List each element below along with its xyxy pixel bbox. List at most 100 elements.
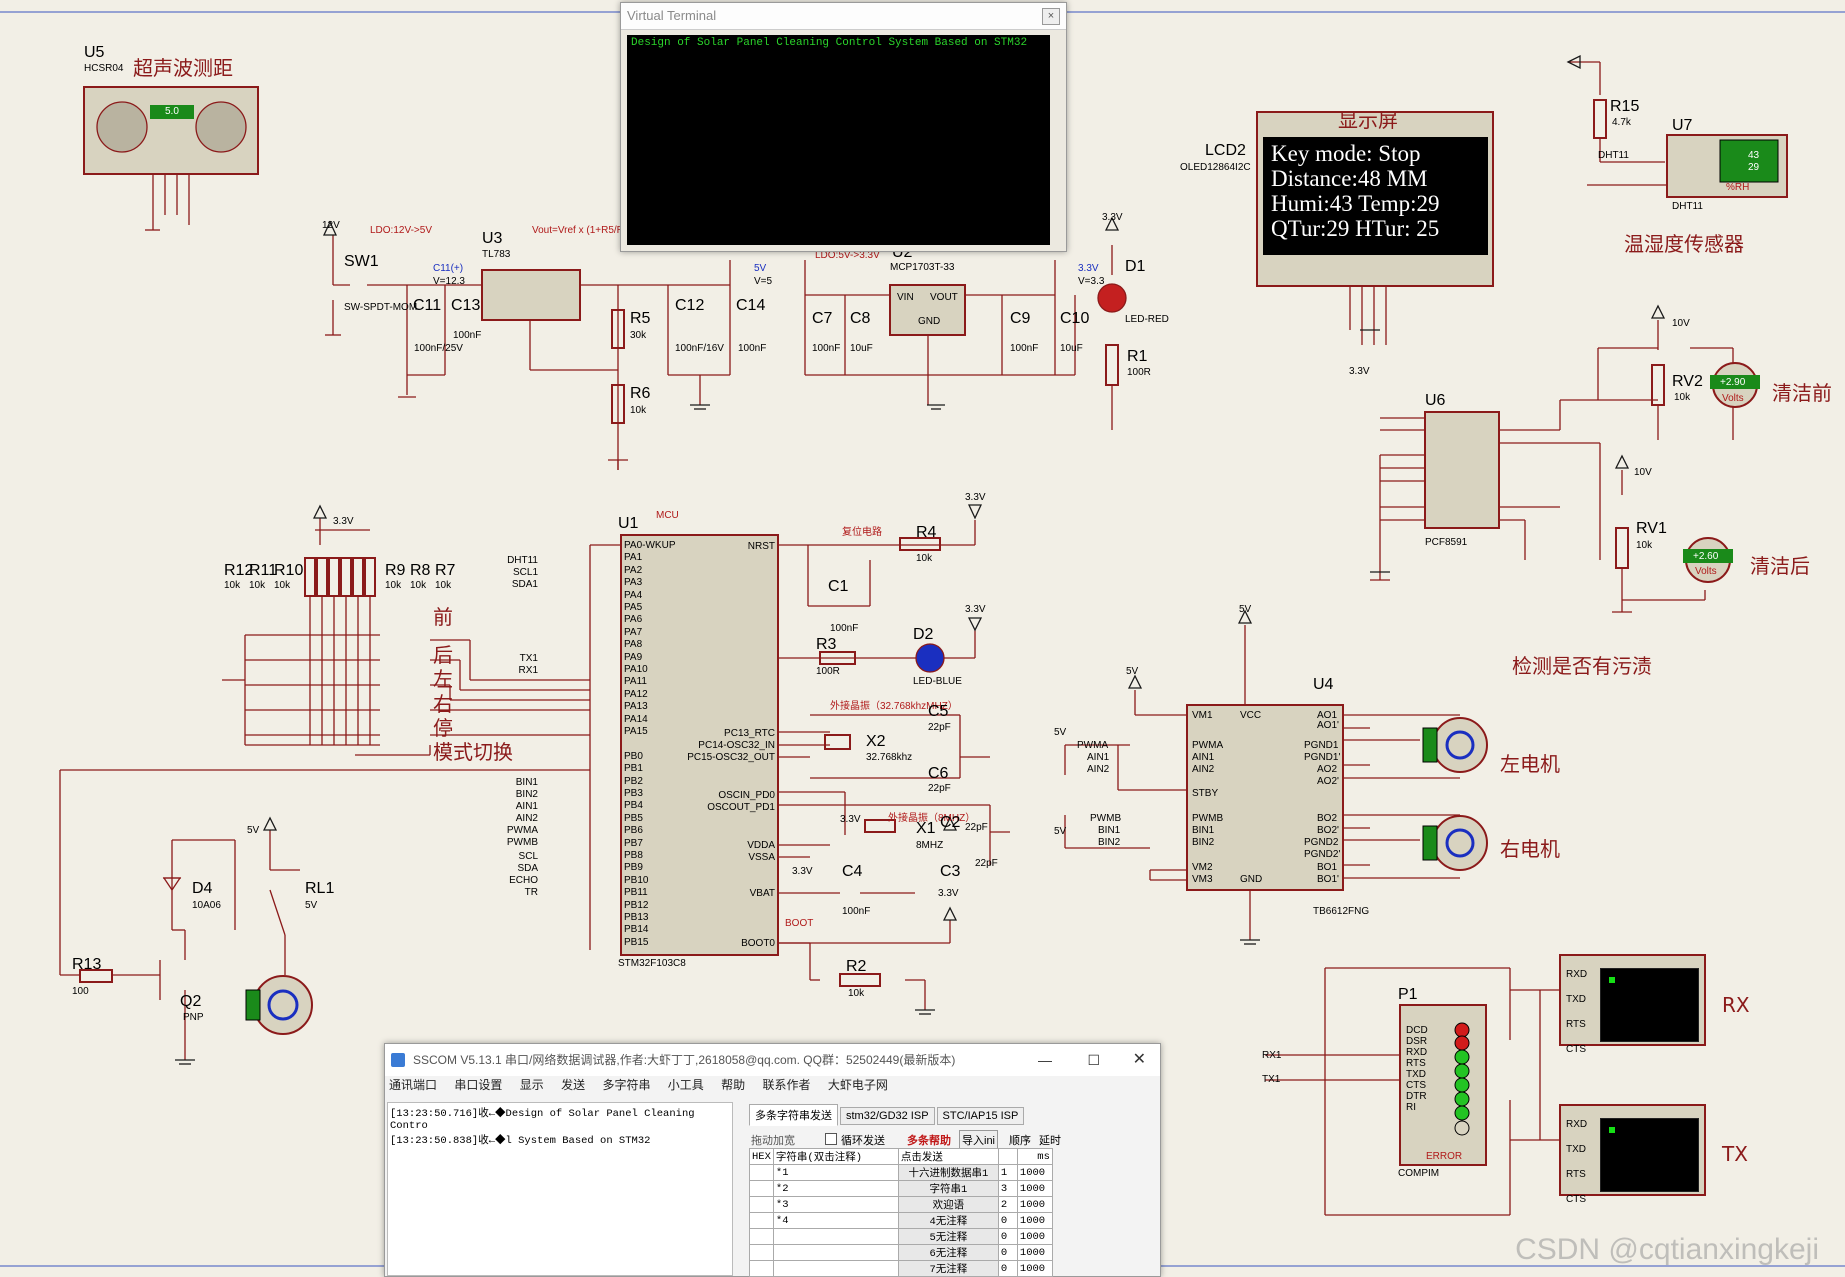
hex-checkbox[interactable] [749,1196,774,1213]
net-label: TR [524,887,538,898]
u3-ref: U3 [482,230,503,247]
close-icon[interactable]: × [1042,8,1060,25]
r13-val: 100 [72,986,89,997]
menu-website[interactable]: 大虾电子网 [827,1078,888,1092]
ldo5-note: LDO:5V->3.3V [815,250,880,261]
u4-vcc-supply: 5V [1239,604,1252,615]
order-cell[interactable]: 0 [997,1228,1018,1245]
hex-checkbox[interactable] [749,1244,774,1261]
c10-val: 10uF [1060,343,1083,354]
mcu-pin-label: PA15 [624,726,648,737]
send-button[interactable]: 字符串1 [897,1180,999,1197]
order-cell[interactable]: 2 [997,1196,1018,1213]
string-cell[interactable]: *4 [772,1212,899,1229]
minimize-icon[interactable]: — [1038,1052,1052,1068]
string-cell[interactable]: *2 [772,1180,899,1197]
c3-ref: C3 [940,863,961,880]
close-icon[interactable]: ✕ [1132,1051,1146,1068]
x2-val: 32.768khz [866,752,913,763]
loop-send-checkbox[interactable] [825,1133,837,1145]
tab-multi-string[interactable]: 多条字符串发送 [749,1104,838,1126]
hex-checkbox[interactable] [749,1164,774,1181]
clean-after-label: 清洁后 [1750,554,1810,578]
string-cell[interactable] [772,1260,899,1277]
order-cell[interactable]: 0 [997,1244,1018,1261]
menu-display[interactable]: 显示 [519,1078,544,1092]
tab-stm32-isp[interactable]: stm32/GD32 ISP [840,1107,935,1125]
import-ini-button[interactable]: 导入ini [959,1130,999,1150]
sscom-receive-log[interactable]: [13:23:50.716]收←◆Design of Solar Panel C… [387,1102,733,1276]
send-button[interactable]: 5无注释 [897,1228,999,1245]
c9-val: 100nF [1010,343,1039,354]
sscom-window[interactable]: SSCOM V5.13.1 串口/网络数据调试器,作者:大虾丁丁,2618058… [384,1043,1161,1277]
menu-contact[interactable]: 联系作者 [762,1078,811,1092]
mcu-pin-label: PB8 [624,850,643,861]
send-button[interactable]: 6无注释 [897,1244,999,1261]
delay-cell[interactable]: 1000 [1016,1164,1053,1181]
send-button[interactable]: 欢迎语 [897,1196,999,1213]
rv1-ref: RV1 [1636,520,1667,537]
delay-cell[interactable]: 1000 [1016,1260,1053,1277]
net-label: SCL [518,851,538,862]
volt1-unit: Volts [1722,393,1744,404]
menu-tools[interactable]: 小工具 [667,1078,704,1092]
c14-ref: C14 [736,297,766,314]
rv1-supply: 10V [1634,467,1652,478]
hex-checkbox[interactable] [749,1260,774,1277]
r4-ref: R4 [916,524,937,541]
virtual-terminal-screen[interactable]: Design of Solar Panel Cleaning Control S… [627,35,1050,245]
reset-label: 复位电路 [842,527,882,538]
tab-stc-isp[interactable]: STC/IAP15 ISP [936,1107,1025,1125]
log-line: [13:23:50.838]收←◆l System Based on STM32 [390,1135,651,1147]
delay-cell[interactable]: 1000 [1016,1212,1053,1229]
resistor-bank-ref: R12 [224,562,254,579]
mcu-pin-label: PB2 [624,775,643,787]
delay-cell[interactable]: 1000 [1016,1244,1053,1261]
tb6612-pin-label: AO1' [1317,720,1339,731]
mcu-pin-label: PA12 [624,688,648,700]
menu-port[interactable]: 通讯端口 [389,1078,438,1092]
order-cell[interactable]: 0 [997,1212,1018,1229]
hex-checkbox[interactable] [749,1212,774,1229]
mcu-label: MCU [656,510,679,521]
delay-cell[interactable]: 1000 [1016,1196,1053,1213]
order-cell[interactable]: 1 [997,1164,1018,1181]
c4-ref: C4 [842,863,863,880]
maximize-icon[interactable]: ☐ [1087,1052,1100,1068]
drag-widen-label[interactable]: 拖动加宽 [751,1135,795,1147]
mcu-pin-label: PA7 [624,626,643,638]
hex-checkbox[interactable] [749,1180,774,1197]
menu-serial-settings[interactable]: 串口设置 [454,1078,503,1092]
string-cell[interactable]: *1 [772,1164,899,1181]
u5-ref: U5 [84,44,105,61]
menu-multi-string[interactable]: 多字符串 [602,1078,651,1092]
mcu-pin-label: VBAT [749,888,775,899]
sw1-ref: SW1 [344,253,379,270]
hex-checkbox[interactable] [749,1228,774,1245]
string-cell[interactable] [772,1228,899,1245]
menu-help[interactable]: 帮助 [721,1078,746,1092]
delay-cell[interactable]: 1000 [1016,1180,1053,1197]
c2-ref: C2 [940,814,961,831]
send-button[interactable]: 4无注释 [897,1212,999,1229]
string-cell[interactable] [772,1244,899,1261]
p1-tx-net: TX1 [1262,1074,1281,1085]
c7-ref: C7 [812,310,833,327]
order-cell[interactable]: 0 [997,1260,1018,1277]
virtual-terminal-titlebar[interactable]: Virtual Terminal × [621,3,1066,30]
order-cell[interactable]: 3 [997,1180,1018,1197]
send-button[interactable]: 7无注释 [897,1260,999,1277]
menu-send[interactable]: 发送 [561,1078,586,1092]
string-cell[interactable]: *3 [772,1196,899,1213]
mcu-pin-label: PA8 [624,639,643,651]
virtual-terminal-window[interactable]: Virtual Terminal × Design of Solar Panel… [620,2,1067,252]
c11-meter: C11(+) [433,263,464,274]
sscom-titlebar[interactable]: SSCOM V5.13.1 串口/网络数据调试器,作者:大虾丁丁,2618058… [385,1044,1160,1076]
multi-help-link[interactable]: 多条帮助 [907,1135,951,1147]
u4-b-supply: 5V [1054,826,1067,837]
mcu-pin-label: NRST [747,541,775,552]
send-button[interactable]: 十六进制数据串1 [897,1164,999,1181]
delay-cell[interactable]: 1000 [1016,1228,1053,1245]
